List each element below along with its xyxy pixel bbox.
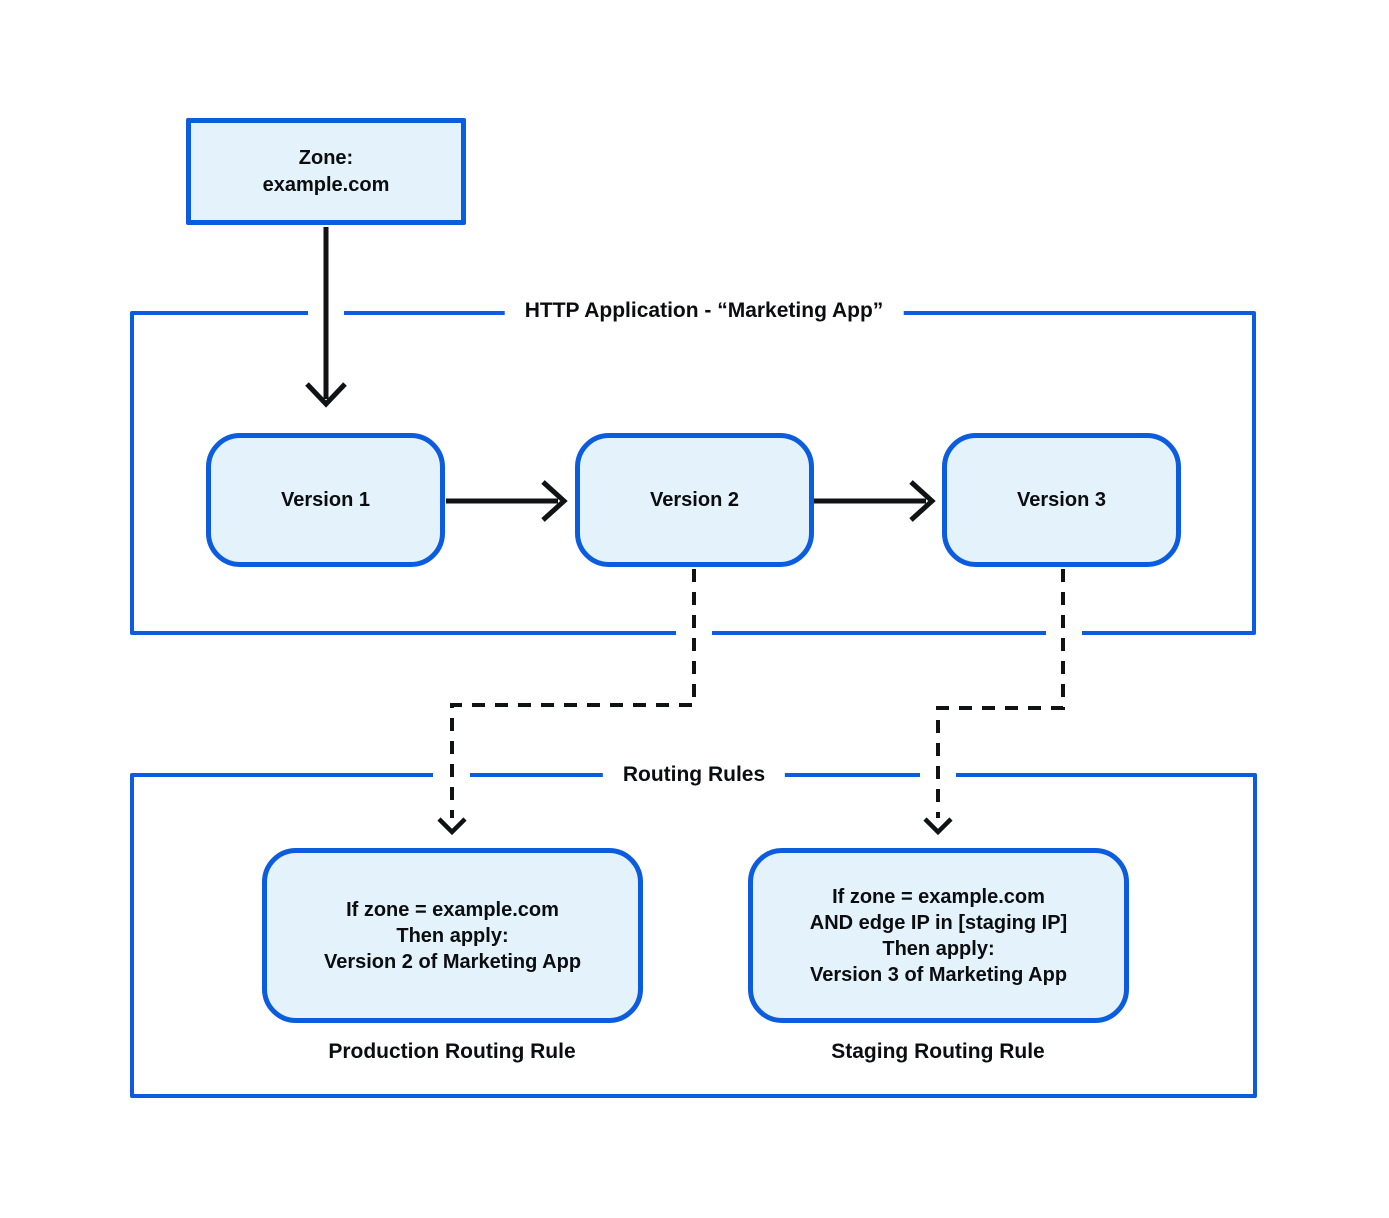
production-rule-caption: Production Routing Rule — [328, 1040, 576, 1063]
border-gap-top-routing-left — [433, 769, 470, 781]
version-1-node: Version 1 — [206, 433, 445, 567]
border-gap-bottom-http-right — [1046, 627, 1082, 639]
http-application-title: HTTP Application - “Marketing App” — [504, 298, 904, 324]
zone-node: Zone: example.com — [186, 118, 466, 225]
production-rule-text: If zone = example.com Then apply: Versio… — [323, 898, 582, 973]
staging-rule-caption: Staging Routing Rule — [831, 1040, 1045, 1063]
version-1-label: Version 1 — [281, 488, 370, 511]
border-gap-top-routing-right — [920, 769, 956, 781]
staging-rule-text: If zone = example.com AND edge IP in [st… — [809, 885, 1068, 986]
version-2-label: Version 2 — [650, 488, 739, 511]
border-gap-top-http-arrow — [308, 307, 344, 319]
staging-rule-node: If zone = example.com AND edge IP in [st… — [748, 848, 1129, 1023]
version-3-node: Version 3 — [942, 433, 1181, 567]
zone-node-label: Zone: example.com — [262, 146, 390, 196]
routing-rules-title: Routing Rules — [602, 762, 786, 788]
border-gap-bottom-http-left — [676, 627, 712, 639]
production-rule-node: If zone = example.com Then apply: Versio… — [262, 848, 643, 1023]
version-2-node: Version 2 — [575, 433, 814, 567]
version-3-label: Version 3 — [1017, 488, 1106, 511]
